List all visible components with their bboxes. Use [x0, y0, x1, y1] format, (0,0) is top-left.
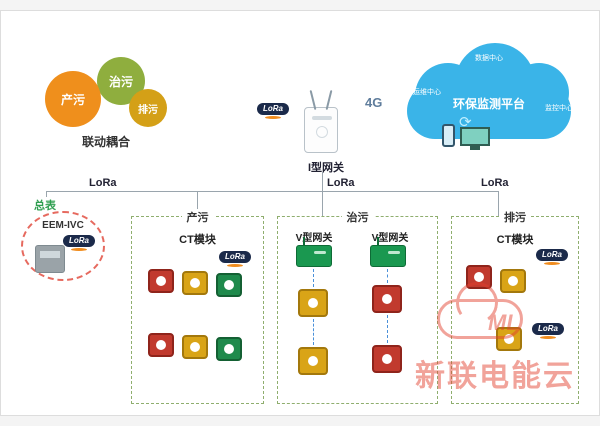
gear-zhiwu: 治污	[97, 57, 145, 105]
lora-badge-paiwu-2: LoRa	[532, 323, 564, 339]
bus-lora-mid: LoRa	[327, 177, 355, 189]
clamp-hole	[508, 276, 518, 286]
wired-link	[313, 269, 314, 287]
clamp-hole	[224, 280, 234, 290]
gateway-dial	[316, 126, 328, 138]
cloud-sub-monitor: 监控中心	[545, 105, 573, 112]
ct-module-label: CT模块	[179, 234, 216, 246]
gear-chanwu-label: 产污	[60, 92, 85, 107]
gateway-drop-line	[322, 172, 323, 216]
meter-drop-line	[46, 191, 47, 197]
clamp-hole	[308, 356, 318, 366]
ct-clamp-red	[466, 265, 492, 289]
clamp-hole	[382, 354, 392, 364]
meter-device-icon	[35, 245, 65, 273]
ct-clamp-red	[372, 285, 402, 313]
wired-link	[313, 319, 314, 345]
gear-chanwu: 产污	[45, 71, 101, 127]
lora-swoosh	[544, 262, 560, 265]
antenna-icon	[377, 237, 379, 246]
lora-badge-chanwu: LoRa	[219, 251, 251, 267]
gears-caption: 联动耦合	[81, 135, 130, 149]
phone-icon	[442, 124, 455, 147]
vgateway-b-label: V型网关	[371, 233, 409, 244]
zone-zhiwu: 治污 V型网关 V型网关	[277, 209, 438, 404]
lora-swoosh	[227, 264, 243, 267]
lora-swoosh	[265, 116, 281, 119]
total-meter-label: 总表	[34, 200, 56, 212]
ct-module-label: CT模块	[496, 234, 534, 246]
gear-zhiwu-label: 治污	[108, 74, 133, 89]
ct-clamp-green	[216, 337, 242, 361]
zone-zhiwu-title: 治污	[341, 209, 374, 225]
type1-gateway-icon	[304, 90, 338, 153]
cloud-platform: 环保监测平台 数据中心 运维中心 监控中心 ⟳	[399, 39, 579, 157]
clamp-hole	[156, 340, 166, 350]
total-meter-group: EEM-IVC LoRa	[21, 211, 105, 281]
paiwu-drop-line	[498, 191, 499, 216]
ct-clamp-yellow	[500, 269, 526, 293]
monitor-stand	[470, 146, 480, 150]
antenna-icon	[303, 237, 305, 246]
wired-link	[387, 269, 388, 283]
vgateway-a-label: V型网关	[295, 233, 333, 244]
cloud-sub-datacenter: 数据中心	[475, 55, 503, 62]
lora-badge-gateway: LoRa	[257, 103, 289, 119]
antenna-icon	[309, 90, 317, 110]
cloud-sub-ops: 运维中心	[413, 89, 441, 96]
vgateway-a-icon	[296, 237, 332, 267]
4g-signal-icon: 4G	[365, 95, 383, 110]
ct-clamp-red	[148, 333, 174, 357]
bus-lora-left: LoRa	[89, 177, 117, 189]
diagram-canvas: 产污 治污 排污 联动耦合 LoRa I型网关 4G 环保监测平台 数据中心 运…	[0, 10, 600, 416]
ct-clamp-yellow	[182, 271, 208, 295]
lora-badge-paiwu: LoRa	[536, 249, 568, 265]
sync-users-icon: ⟳	[459, 114, 472, 131]
zone-chanwu-title: 产污	[181, 209, 214, 225]
device-led	[388, 251, 400, 254]
clamp-hole	[224, 344, 234, 354]
clamp-hole	[504, 334, 514, 344]
lora-badge-meter: LoRa	[63, 235, 95, 251]
gear-paiwu: 排污	[129, 89, 167, 127]
lora-badge-text: LoRa	[536, 249, 568, 261]
meter-model-label: EEM-IVC	[42, 220, 84, 231]
lora-swoosh	[71, 248, 87, 251]
meter-screen	[40, 251, 60, 258]
cloud-title: 环保监测平台	[452, 97, 525, 111]
lora-badge-text: LoRa	[219, 251, 251, 263]
lora-badge-text: LoRa	[257, 103, 289, 115]
clamp-hole	[308, 298, 318, 308]
clamp-hole	[190, 278, 200, 288]
bus-lora-right: LoRa	[481, 177, 509, 189]
type1-gateway-label: I型网关	[307, 162, 345, 174]
monitor-icon	[460, 127, 490, 146]
gear-paiwu-label: 排污	[138, 104, 158, 116]
zone-paiwu: 排污 CT模块 LoRa LoRa	[451, 209, 579, 404]
clamp-hole	[474, 272, 484, 282]
ct-clamp-yellow	[496, 327, 522, 351]
device-led	[314, 251, 326, 254]
lora-bus-line	[46, 191, 498, 192]
clamp-hole	[382, 294, 392, 304]
chanwu-drop-line	[197, 191, 198, 216]
antenna-icon	[325, 90, 333, 110]
ct-clamp-green	[216, 273, 242, 297]
ct-clamp-yellow	[298, 289, 328, 317]
clamp-hole	[156, 276, 166, 286]
ct-clamp-red	[372, 345, 402, 373]
ct-clamp-red	[148, 269, 174, 293]
wired-link	[387, 315, 388, 343]
zone-paiwu-title: 排污	[499, 209, 531, 225]
clamp-hole	[190, 342, 200, 352]
ct-clamp-yellow	[298, 347, 328, 375]
lora-swoosh	[540, 336, 556, 339]
vgateway-b-icon	[370, 237, 406, 267]
zone-chanwu: 产污 CT模块 LoRa	[131, 209, 264, 404]
gateway-led-strip	[312, 116, 332, 120]
lora-badge-text: LoRa	[63, 235, 95, 247]
lora-badge-text: LoRa	[532, 323, 564, 335]
ct-clamp-yellow	[182, 335, 208, 359]
